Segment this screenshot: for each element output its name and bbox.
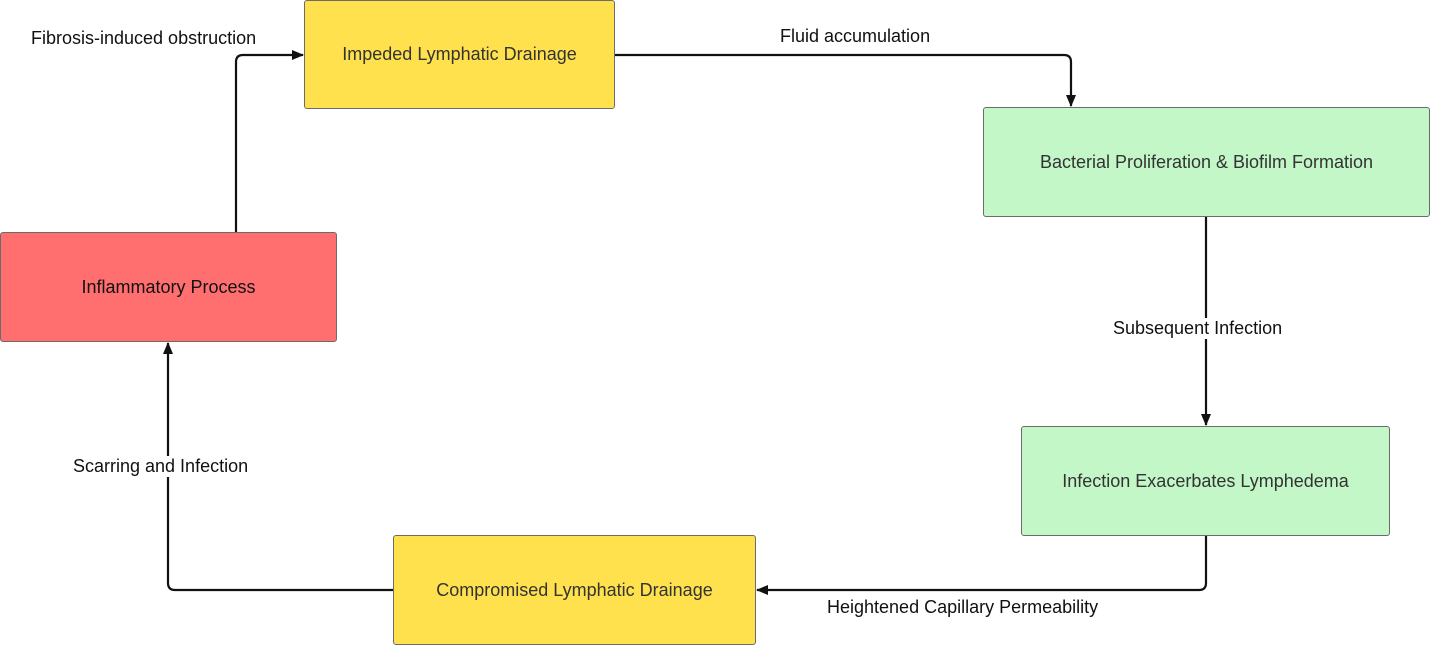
arrow-fibrosis-obstruction: [234, 50, 304, 232]
edge-label-fibrosis-obstruction: Fibrosis-induced obstruction: [31, 28, 257, 48]
node-inflammatory-process: Inflammatory Process: [0, 232, 337, 342]
node-compromised-lymphatic-drainage: Compromised Lymphatic Drainage: [393, 535, 756, 645]
node-label: Inflammatory Process: [81, 276, 256, 297]
arrow-capillary-permeability: [756, 536, 1208, 595]
node-infection-exacerbates: Infection Exacerbates Lymphedema: [1021, 426, 1390, 536]
arrow-scarring-infection: [163, 342, 393, 592]
edge-label-fluid-accumulation: Fluid accumulation: [780, 26, 931, 47]
edge-label-scarring-infection: Scarring and Infection: [73, 456, 249, 477]
node-label: Bacterial Proliferation & Biofilm Format…: [1039, 151, 1374, 172]
node-label: Compromised Lymphatic Drainage: [436, 579, 713, 600]
node-bacterial-proliferation: Bacterial Proliferation & Biofilm Format…: [983, 107, 1430, 217]
node-impeded-lymphatic-drainage: Impeded Lymphatic Drainage: [304, 0, 615, 109]
arrow-fluid-accumulation: [615, 53, 1076, 107]
node-label: Impeded Lymphatic Drainage: [342, 44, 577, 64]
node-label: Infection Exacerbates Lymphedema: [1062, 470, 1349, 491]
edge-label-capillary-permeability: Heightened Capillary Permeability: [827, 597, 1099, 618]
edge-label-subsequent-infection: Subsequent Infection: [1113, 318, 1283, 339]
